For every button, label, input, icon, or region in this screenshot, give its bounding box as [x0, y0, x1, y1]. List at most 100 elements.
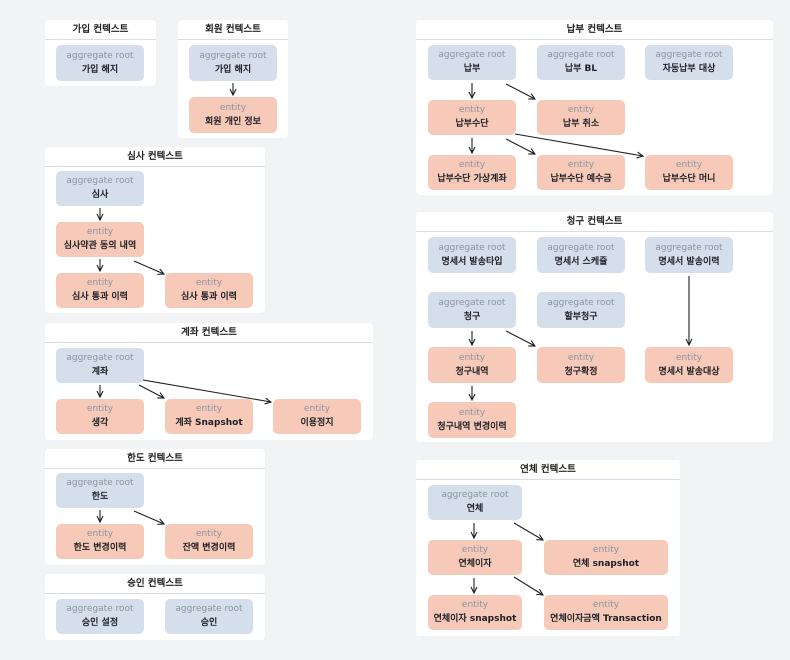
node-kind: entity — [86, 227, 114, 237]
node-name: 납부수단 가상계좌 — [437, 174, 507, 184]
aggregate-root-node[interactable]: aggregate root 명세서 발송이력 — [645, 237, 733, 273]
aggregate-root-node[interactable]: aggregate root 계좌 — [56, 348, 144, 383]
node-name: 자동납부 대상 — [662, 64, 716, 74]
node-name: 할부청구 — [564, 311, 598, 322]
aggregate-root-node[interactable]: aggregate root 승인 — [165, 599, 253, 634]
entity-node[interactable]: entity 생각 — [56, 399, 144, 434]
aggregate-root-node[interactable]: aggregate root 할부청구 — [537, 292, 625, 328]
entity-node[interactable]: entity 심사 통과 이력 — [56, 273, 144, 308]
entity-node[interactable]: entity 청구내역 변경이력 — [428, 402, 516, 438]
node-kind: entity — [461, 545, 489, 555]
context-title: 가입 컨텍스트 — [45, 20, 156, 40]
context-title: 회원 컨텍스트 — [178, 20, 288, 40]
arrow — [505, 83, 535, 99]
aggregate-root-node[interactable]: aggregate root 자동납부 대상 — [645, 45, 733, 80]
node-kind: aggregate root — [655, 50, 723, 60]
entity-node[interactable]: entity 연체이자 — [428, 540, 522, 575]
entity-node[interactable]: entity 납부수단 머니 — [645, 155, 733, 190]
node-name: 한도 변경이력 — [73, 543, 127, 553]
aggregate-root-node[interactable]: aggregate root 승인 설정 — [56, 599, 144, 634]
aggregate-root-node[interactable]: aggregate root 명세서 발송타입 — [428, 237, 516, 273]
entity-node[interactable]: entity 청구확정 — [537, 347, 625, 383]
node-name: 납부 취소 — [562, 119, 600, 129]
node-kind: entity — [675, 352, 703, 363]
node-name: 연체이자 snapshot — [433, 614, 517, 624]
node-kind: entity — [195, 404, 223, 414]
entity-node[interactable]: entity 심사약관 동의 내역 — [56, 222, 144, 257]
limit-context: 한도 컨텍스트 aggregate root 한도 entity 한도 변경이력… — [45, 449, 265, 565]
aggregate-root-node[interactable]: aggregate root 납부 — [428, 45, 516, 80]
arrow — [505, 330, 535, 346]
node-kind: entity — [86, 404, 114, 414]
aggregate-root-node[interactable]: aggregate root 명세서 스케쥴 — [537, 237, 625, 273]
billing-context: 청구 컨텍스트 aggregate root 명세서 발송타입 aggregat… — [416, 212, 773, 442]
arrow — [138, 384, 164, 398]
node-kind: aggregate root — [655, 242, 723, 253]
node-name: 계좌 Snapshot — [175, 418, 243, 428]
node-kind: entity — [219, 102, 247, 113]
node-kind: entity — [592, 600, 620, 610]
node-name: 청구확정 — [564, 366, 598, 377]
review-context: 심사 컨텍스트 aggregate root 심사 entity 심사약관 동의… — [45, 147, 265, 313]
arrow — [513, 576, 543, 595]
context-title: 심사 컨텍스트 — [45, 147, 265, 167]
entity-node[interactable]: entity 잔액 변경이력 — [165, 524, 253, 559]
entity-node[interactable]: entity 납부수단 예수금 — [537, 155, 625, 190]
context-title: 연체 컨텍스트 — [416, 460, 680, 480]
node-name: 잔액 변경이력 — [182, 543, 236, 553]
aggregate-root-node[interactable]: aggregate root 한도 — [56, 473, 144, 508]
node-kind: entity — [458, 352, 486, 363]
member-context: 회원 컨텍스트 aggregate root 가입 해지 entity 회원 개… — [178, 20, 288, 138]
approval-context: 승인 컨텍스트 aggregate root 승인 설정 aggregate r… — [45, 574, 265, 640]
entity-node[interactable]: entity 납부수단 — [428, 100, 516, 135]
node-kind: aggregate root — [547, 242, 615, 253]
aggregate-root-node[interactable]: aggregate root 가입 해지 — [189, 45, 277, 81]
entity-node[interactable]: entity 연체이자금액 Transaction — [544, 595, 668, 630]
aggregate-root-node[interactable]: aggregate root 청구 — [428, 292, 516, 328]
context-title: 납부 컨텍스트 — [416, 20, 773, 40]
node-kind: aggregate root — [441, 490, 509, 500]
node-name: 회원 개인 정보 — [205, 116, 261, 127]
node-name: 가입 해지 — [214, 64, 252, 75]
node-name: 승인 설정 — [81, 618, 119, 628]
node-name: 명세서 발송이력 — [658, 256, 720, 267]
entity-node[interactable]: entity 청구내역 — [428, 347, 516, 383]
aggregate-root-node[interactable]: aggregate root 납부 BL — [537, 45, 625, 80]
node-kind: aggregate root — [66, 478, 134, 488]
entity-node[interactable]: entity 이용정지 — [273, 399, 361, 434]
node-kind: entity — [675, 160, 703, 170]
aggregate-root-node[interactable]: aggregate root 심사 — [56, 171, 144, 206]
node-name: 납부 — [463, 64, 481, 74]
node-name: 가입 해지 — [81, 64, 119, 75]
arrow — [142, 379, 271, 402]
node-kind: aggregate root — [438, 242, 506, 253]
aggregate-root-node[interactable]: aggregate root 연체 — [428, 485, 522, 520]
arrow — [513, 522, 543, 540]
entity-node[interactable]: entity 한도 변경이력 — [56, 524, 144, 559]
aggregate-root-node[interactable]: aggregate root 가입 해지 — [56, 45, 144, 81]
node-name: 심사 통과 이력 — [181, 292, 237, 302]
entity-node[interactable]: entity 납부 취소 — [537, 100, 625, 135]
node-kind: aggregate root — [66, 353, 134, 363]
node-kind: aggregate root — [438, 50, 506, 60]
node-name: 생각 — [91, 418, 109, 428]
entity-node[interactable]: entity 명세서 발송대상 — [645, 347, 733, 383]
node-name: 심사 통과 이력 — [72, 292, 128, 302]
context-title: 한도 컨텍스트 — [45, 449, 265, 469]
entity-node[interactable]: entity 심사 통과 이력 — [165, 273, 253, 308]
entity-node[interactable]: entity 회원 개인 정보 — [189, 97, 277, 133]
node-name: 청구내역 변경이력 — [437, 421, 507, 432]
payment-context: 납부 컨텍스트 aggregate root 납부 aggregate root… — [416, 20, 773, 195]
entity-node[interactable]: entity 연체 snapshot — [544, 540, 668, 575]
entity-node[interactable]: entity 연체이자 snapshot — [428, 595, 522, 630]
entity-node[interactable]: entity 납부수단 가상계좌 — [428, 155, 516, 190]
node-kind: entity — [86, 529, 114, 539]
node-kind: aggregate root — [547, 297, 615, 308]
node-kind: entity — [567, 352, 595, 363]
context-title: 계좌 컨텍스트 — [45, 323, 373, 343]
arrow — [505, 138, 535, 154]
entity-node[interactable]: entity 계좌 Snapshot — [165, 399, 253, 434]
node-name: 명세서 발송대상 — [658, 366, 720, 377]
node-name: 납부수단 예수금 — [550, 174, 612, 184]
arrow — [514, 133, 643, 156]
